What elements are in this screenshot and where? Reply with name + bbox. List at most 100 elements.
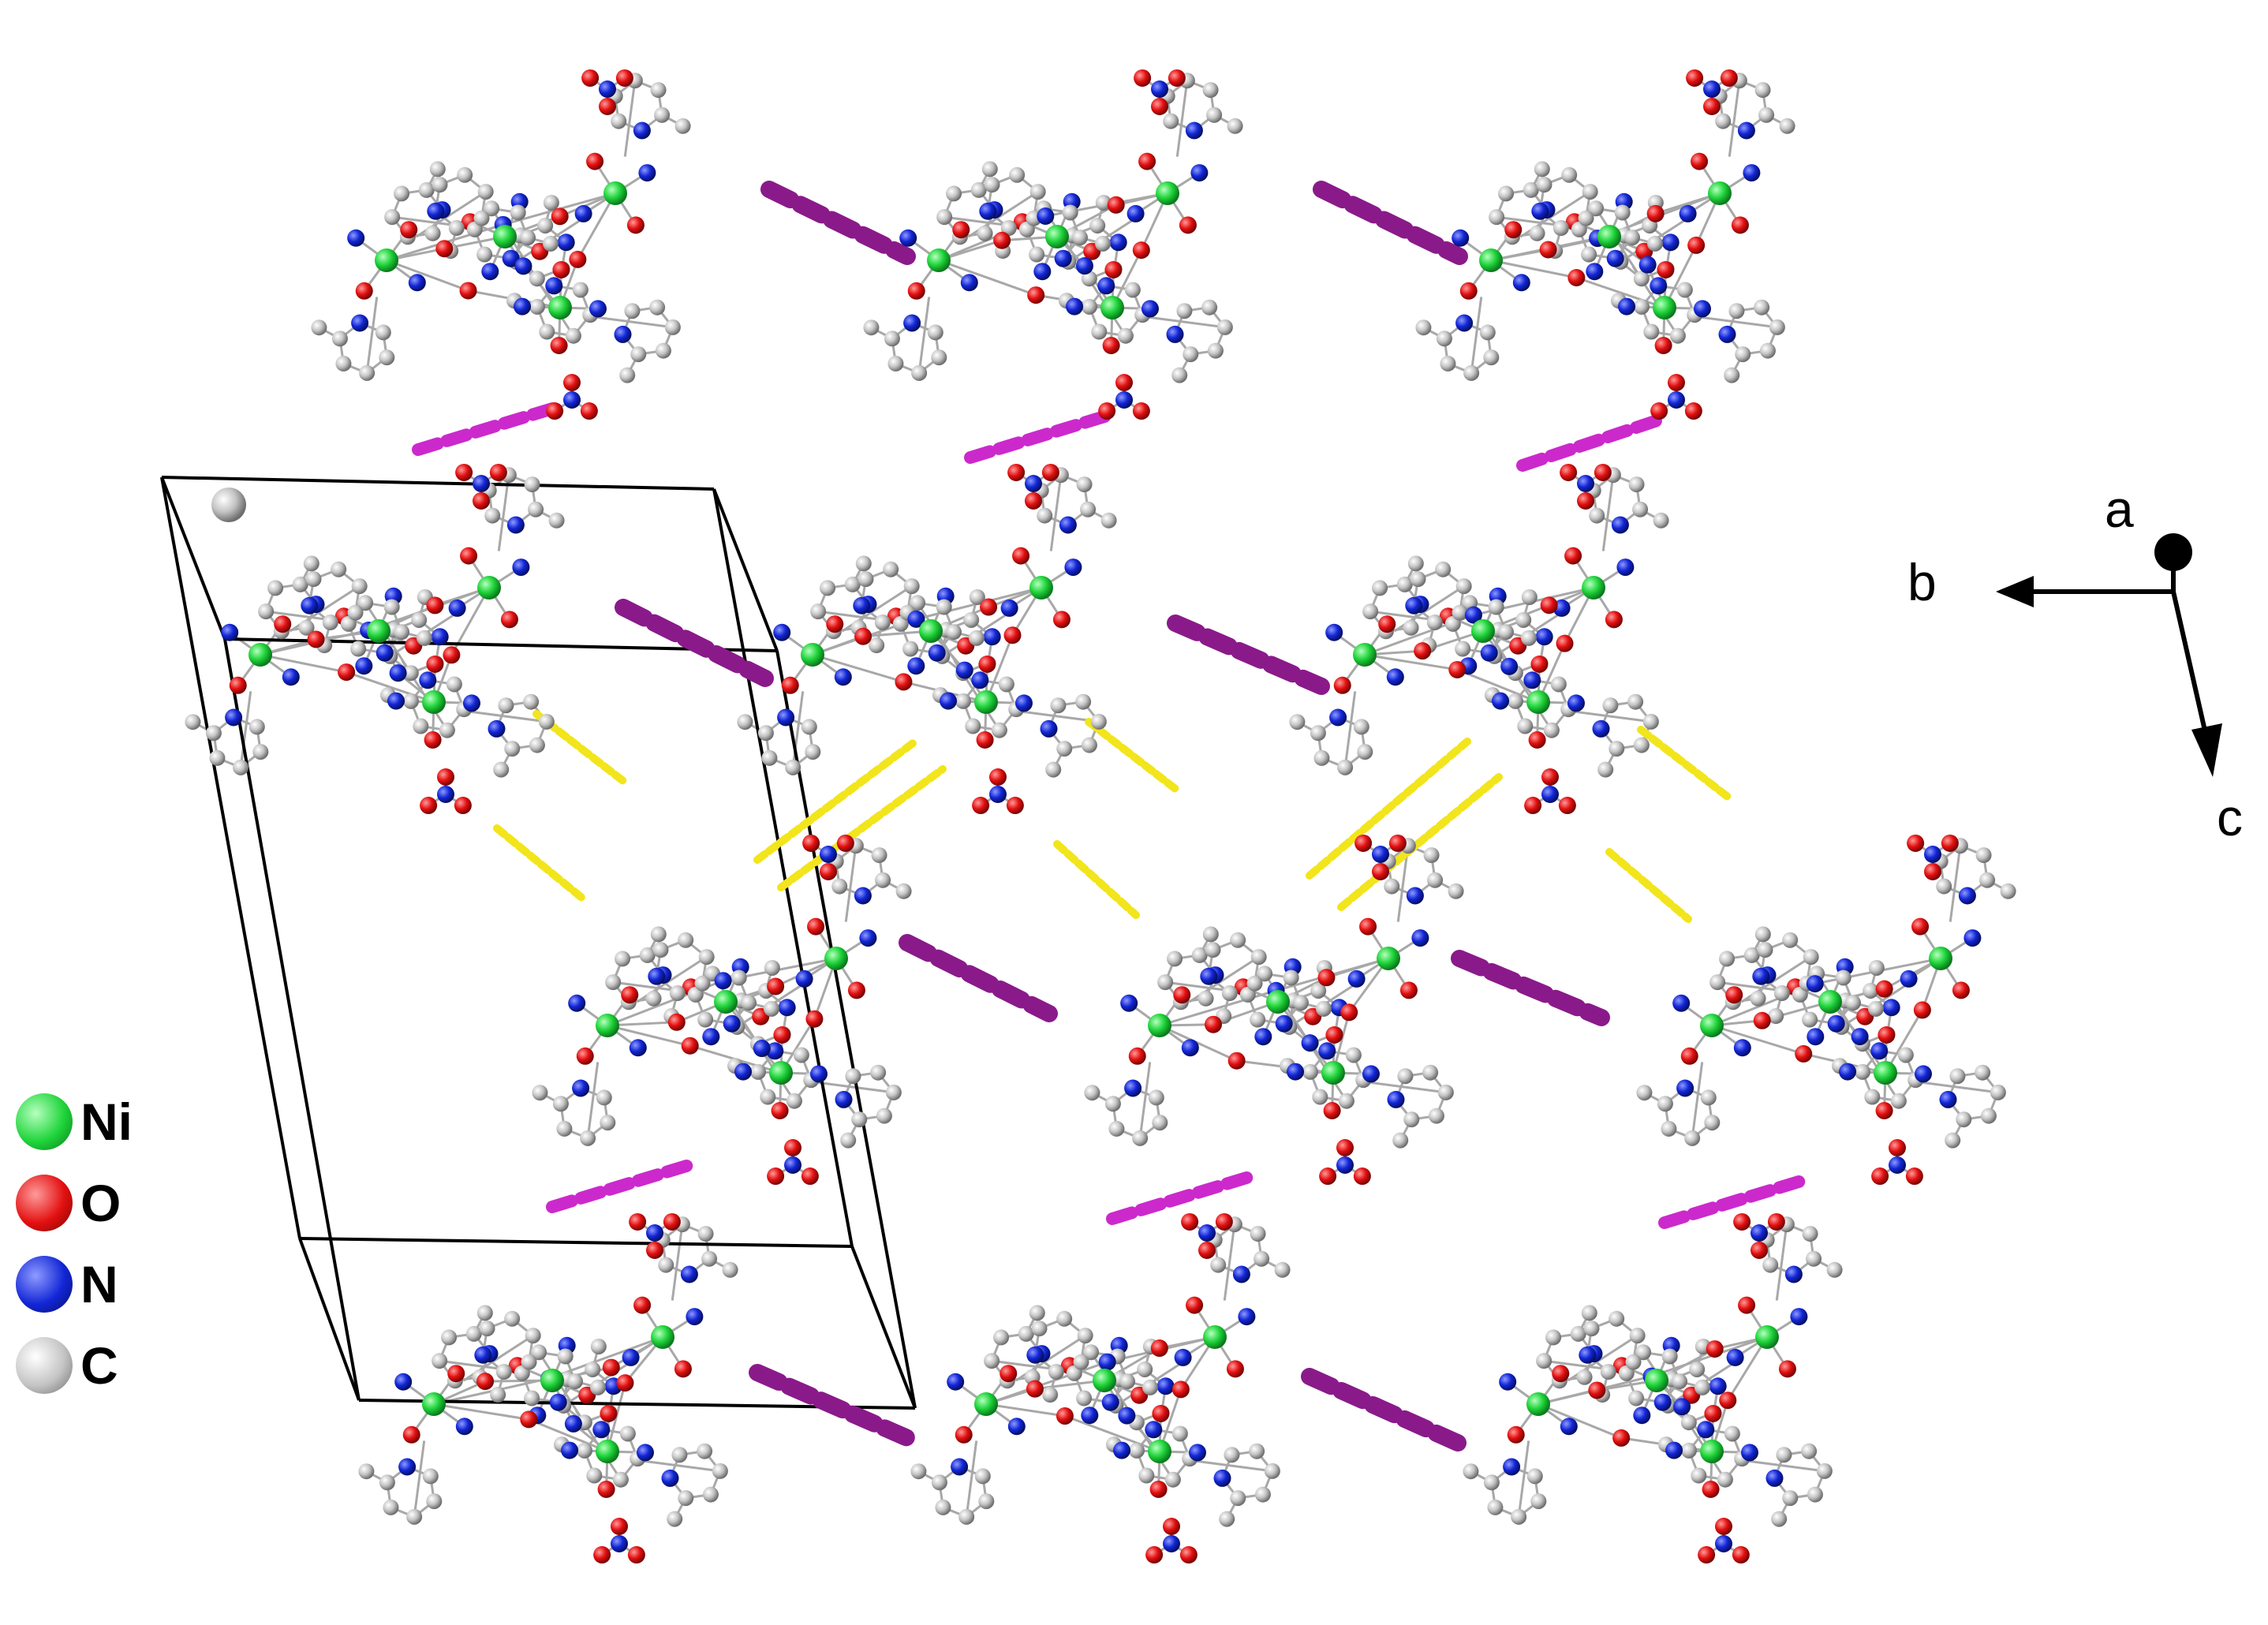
n-atom: [1059, 516, 1077, 534]
ni-atom: [1045, 225, 1069, 248]
o-atom: [1650, 402, 1668, 420]
n-atom: [1181, 1039, 1199, 1057]
n-atom: [1026, 1346, 1044, 1364]
o-atom: [1668, 374, 1685, 391]
o-atom: [1007, 463, 1026, 481]
bond: [1701, 316, 1778, 329]
c-atom: [701, 1250, 718, 1267]
c-atom: [347, 604, 364, 621]
c-atom: [935, 1499, 951, 1515]
bond: [1575, 710, 1652, 723]
c-atom: [1081, 298, 1097, 315]
n-atom: [1156, 1377, 1175, 1395]
c-atom: [977, 225, 993, 241]
n-atom: [225, 708, 243, 727]
o-atom: [1026, 1380, 1044, 1398]
bond: [413, 1440, 426, 1518]
contact-yellow: [1306, 738, 1471, 880]
c-atom: [697, 1226, 714, 1242]
c-atom: [1835, 969, 1851, 986]
ni-atom: [1093, 1369, 1116, 1392]
ni-atom: [1582, 576, 1605, 600]
c-atom: [1250, 949, 1267, 966]
o-atom: [1181, 1212, 1199, 1231]
c-atom: [1627, 693, 1644, 710]
cell-edge: [299, 1237, 853, 1248]
o-atom: [801, 1167, 819, 1186]
n-atom: [907, 657, 925, 675]
n-atom: [1064, 558, 1082, 577]
c-atom: [630, 346, 647, 363]
c-atom: [1633, 271, 1650, 287]
c-atom: [1249, 1443, 1265, 1459]
n-atom: [1054, 249, 1072, 267]
c-atom: [998, 676, 1014, 693]
bond: [938, 259, 1037, 297]
o-atom: [489, 463, 507, 481]
n-atom: [1900, 969, 1918, 988]
c-atom: [379, 1474, 395, 1491]
c-atom: [1483, 1474, 1500, 1491]
o-atom: [1319, 1167, 1337, 1186]
o-atom: [1654, 336, 1672, 354]
c-atom: [1056, 1310, 1073, 1327]
o-atom: [1186, 1296, 1204, 1314]
c-atom: [991, 722, 1007, 738]
n-atom: [1560, 1418, 1578, 1436]
o-atom: [580, 402, 598, 420]
c-atom: [311, 319, 327, 336]
o-atom: [1336, 1139, 1354, 1156]
c-atom: [840, 1132, 857, 1149]
o-atom: [597, 1480, 615, 1498]
c-atom: [351, 578, 368, 595]
ni-atom: [1377, 947, 1400, 970]
c-atom: [1289, 714, 1306, 730]
c-atom: [1463, 364, 1480, 381]
c-atom: [1633, 298, 1650, 315]
c-atom: [1045, 761, 1062, 778]
n-atom: [474, 1346, 492, 1364]
ni-atom: [248, 643, 272, 667]
c-atom: [1310, 725, 1326, 742]
o-atom: [1539, 241, 1557, 259]
n-atom: [347, 229, 365, 247]
bond: [1138, 1062, 1152, 1139]
contact-magenta: [964, 408, 1119, 464]
n-atom: [636, 1444, 654, 1462]
c-atom: [1609, 741, 1625, 757]
c-atom: [1091, 323, 1108, 340]
c-atom: [1073, 1354, 1089, 1370]
c-atom: [1515, 611, 1532, 628]
cell-edge: [223, 638, 361, 1401]
n-atom: [398, 1458, 417, 1476]
o-atom: [847, 981, 865, 999]
o-atom: [1680, 1047, 1698, 1065]
n-atom: [1737, 121, 1755, 140]
bond: [365, 297, 379, 374]
ni-atom: [540, 1369, 564, 1392]
n-atom: [1411, 929, 1429, 947]
c-atom: [974, 1468, 991, 1485]
o-atom: [1594, 463, 1612, 481]
c-atom: [1754, 926, 1771, 943]
legend-item-c: C: [16, 1324, 189, 1406]
c-atom: [1487, 1499, 1504, 1515]
bond: [1728, 80, 1741, 157]
n-atom: [599, 80, 616, 98]
n-atom: [1200, 967, 1218, 985]
n-atom: [1541, 786, 1559, 803]
n-atom: [1616, 558, 1635, 577]
o-atom: [476, 1373, 495, 1391]
c-atom: [876, 1108, 892, 1124]
c-atom: [590, 1379, 607, 1395]
c-atom: [1224, 1447, 1240, 1463]
c-atom: [1801, 1443, 1818, 1459]
c-atom: [1407, 555, 1424, 572]
c-atom: [1759, 342, 1776, 359]
o-atom: [767, 1167, 785, 1186]
bond: [607, 1024, 691, 1048]
o-atom: [1524, 797, 1542, 815]
o-atom: [1006, 797, 1024, 815]
c-atom: [1521, 629, 1538, 646]
n-atom: [1673, 1398, 1691, 1416]
